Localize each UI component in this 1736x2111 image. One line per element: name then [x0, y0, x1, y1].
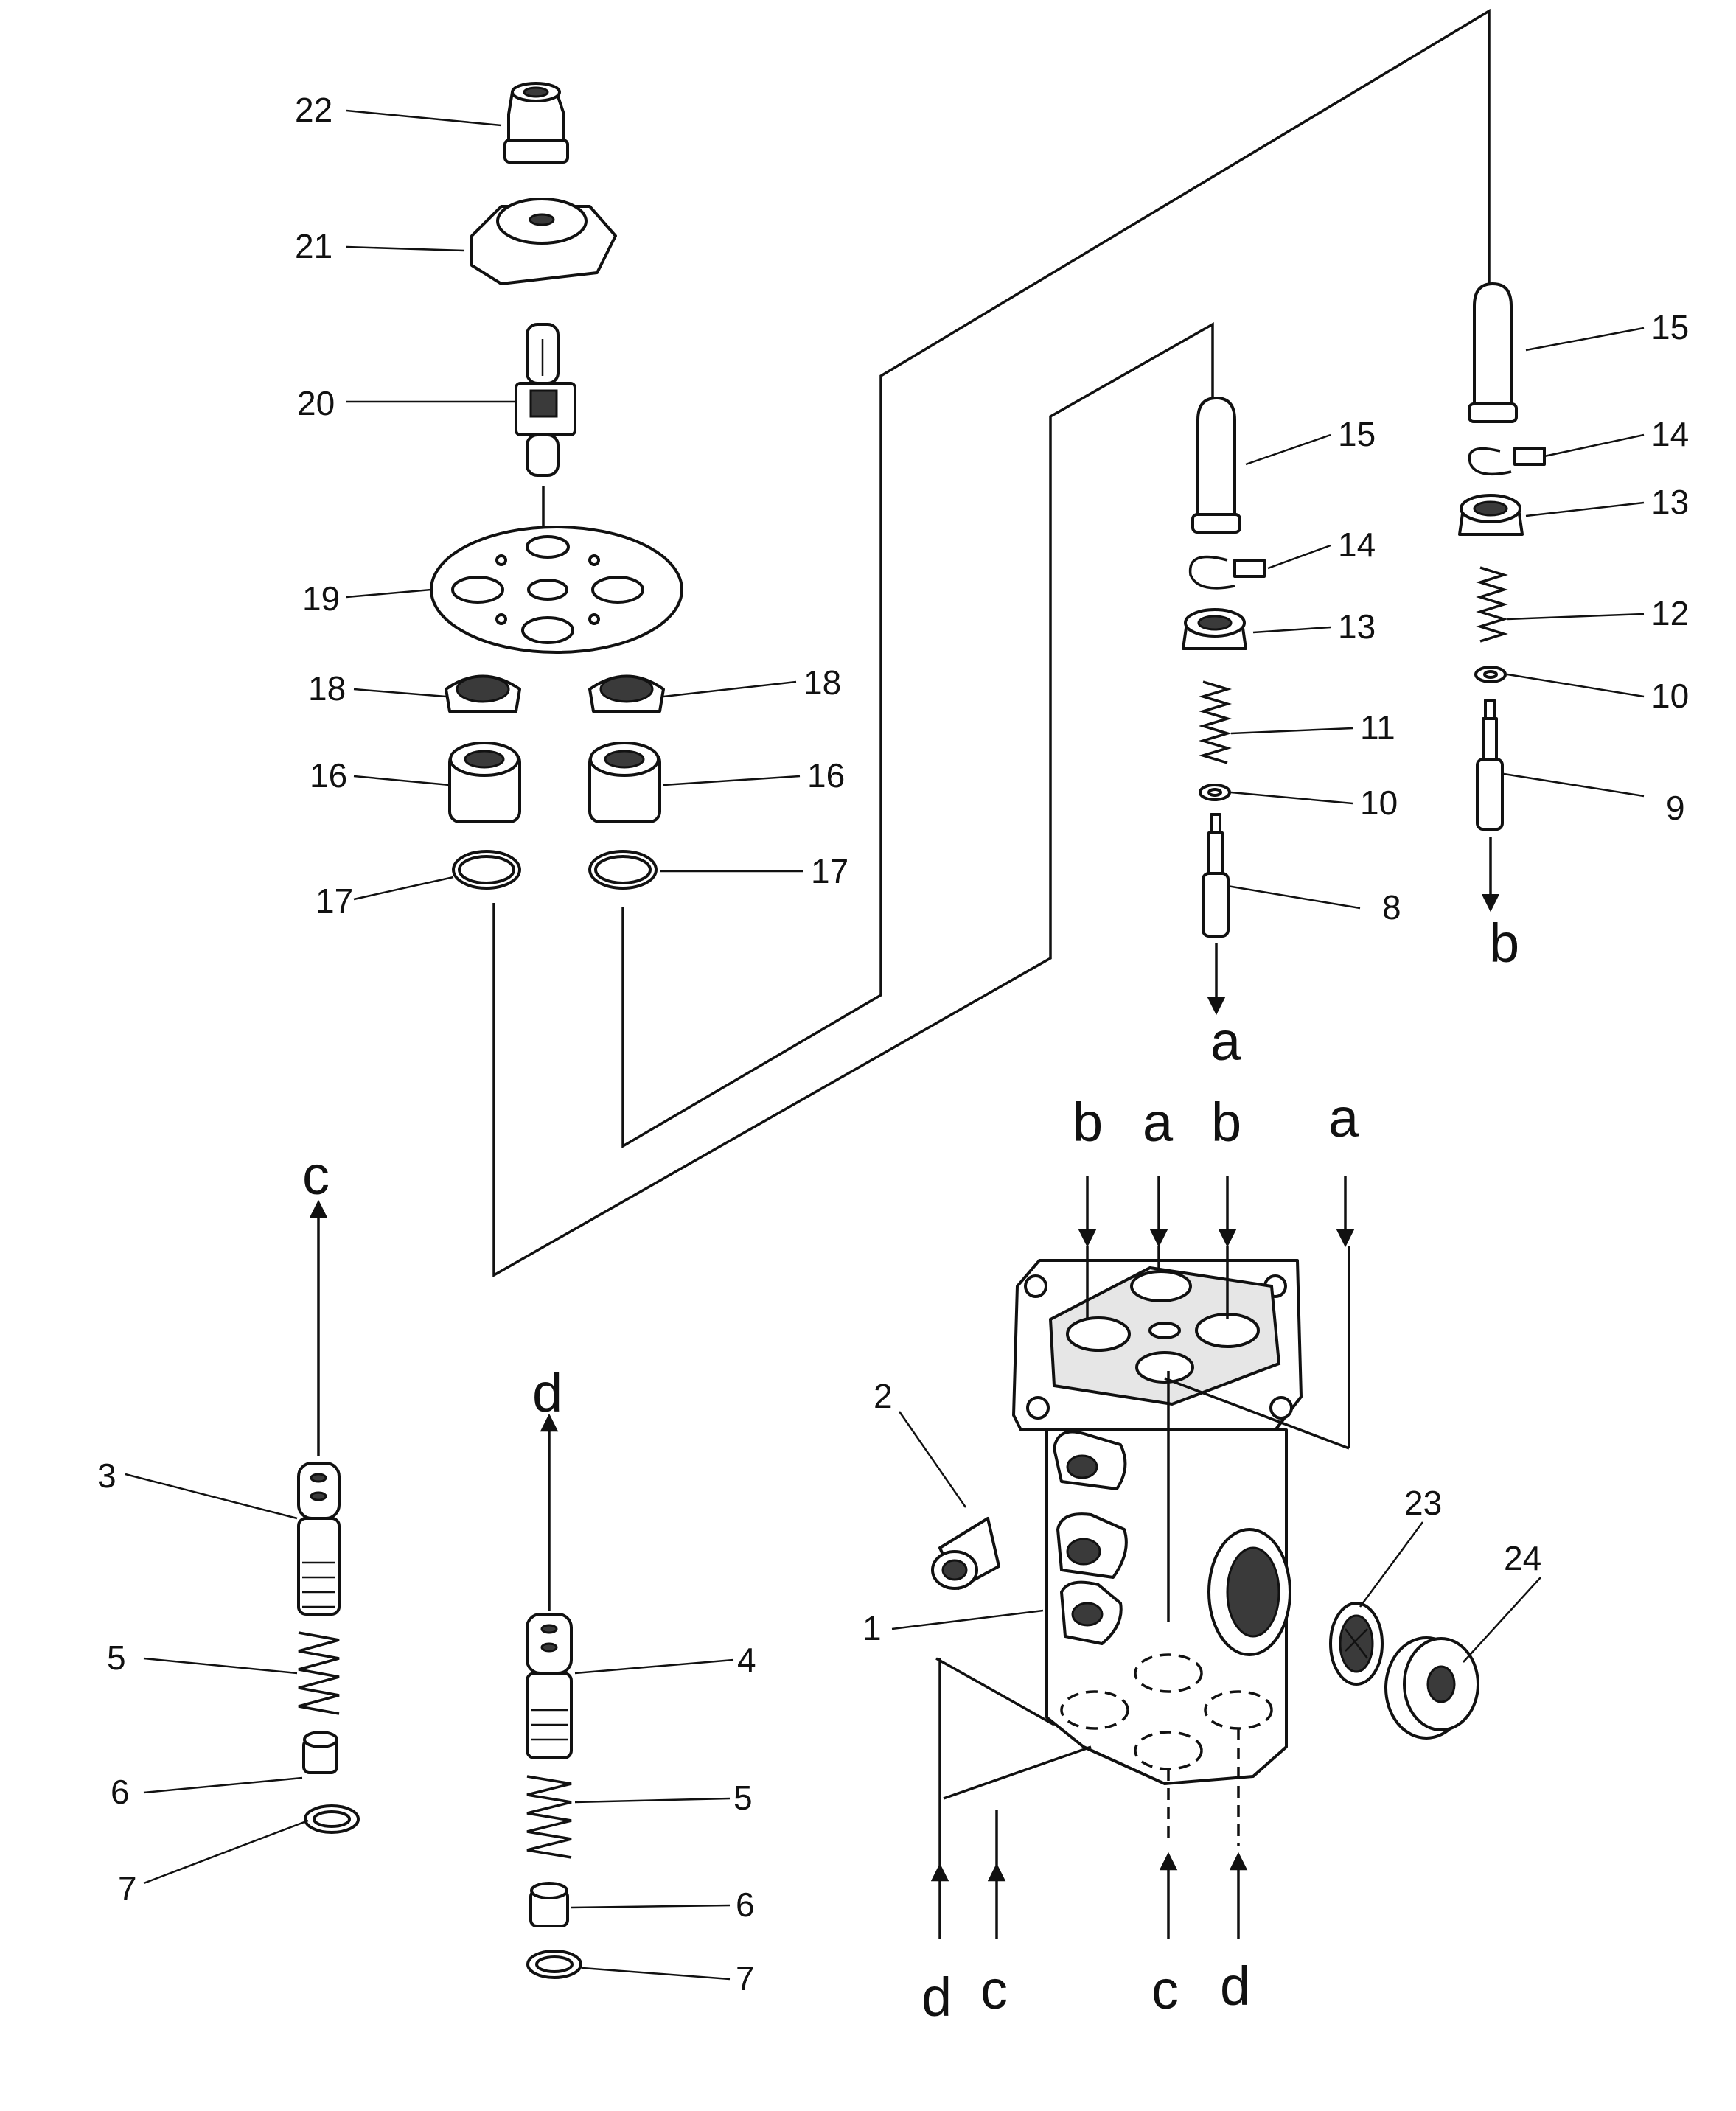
letter-a-body-1: a — [1143, 1092, 1174, 1153]
part-4-spool — [526, 1413, 573, 1759]
part-7-middle-washer — [526, 1950, 582, 1979]
part-2-plug — [931, 1517, 1000, 1590]
letter-d-middle: d — [532, 1362, 562, 1423]
callout-4: 4 — [737, 1641, 756, 1679]
letter-a-middle: a — [1210, 1011, 1241, 1072]
callout-1: 1 — [862, 1609, 882, 1647]
callout-9: 9 — [1666, 789, 1685, 827]
part-15-middle-boot — [1191, 397, 1241, 534]
callout-23: 23 — [1404, 1484, 1442, 1522]
callout-22: 22 — [295, 91, 332, 129]
part-8-middle-plunger — [1202, 813, 1230, 1016]
part-17-left-oring — [452, 850, 521, 890]
part-13-right-nut — [1458, 494, 1524, 536]
callout-10-middle: 10 — [1360, 784, 1398, 822]
callout-15-right: 15 — [1651, 308, 1689, 346]
part-18-left-filter — [445, 674, 521, 713]
part-24-cap — [1384, 1636, 1479, 1740]
part-1-valve-body — [935, 1259, 1350, 1800]
letter-b-right: b — [1489, 913, 1519, 974]
callout-17-right: 17 — [811, 852, 848, 890]
part-3-spool — [297, 1199, 341, 1616]
part-21-retainer — [470, 198, 617, 285]
letter-b-body-1: b — [1073, 1092, 1103, 1153]
part-17-right-oring — [588, 850, 658, 890]
part-22-cap-nut — [503, 82, 569, 164]
callout-18-left: 18 — [308, 669, 346, 708]
callout-5-middle: 5 — [733, 1779, 753, 1817]
letter-c-body-1: c — [980, 1959, 1008, 2020]
part-23-filter — [1329, 1602, 1384, 1686]
part-7-left-washer — [304, 1804, 360, 1834]
letter-b-body-2: b — [1211, 1092, 1241, 1153]
part-6-middle-cap — [529, 1882, 569, 1927]
callout-12: 12 — [1651, 594, 1689, 632]
callout-5-left: 5 — [107, 1639, 126, 1677]
part-12-right-spring — [1476, 566, 1508, 643]
part-13-middle-nut — [1182, 608, 1247, 650]
callout-13-middle: 13 — [1338, 607, 1376, 646]
letter-d-body-1: d — [921, 1967, 952, 2028]
letter-c-body-2: c — [1151, 1959, 1179, 2020]
callout-6-left: 6 — [111, 1773, 130, 1811]
part-19-plate — [430, 526, 683, 654]
callout-20: 20 — [297, 384, 335, 422]
part-11-middle-spring — [1198, 680, 1233, 764]
body-connector-arrows — [930, 1176, 1355, 1939]
callout-17-left: 17 — [316, 882, 353, 920]
callout-14-right: 14 — [1651, 415, 1689, 453]
callout-21: 21 — [295, 227, 332, 265]
callout-16-right: 16 — [807, 756, 845, 795]
callout-24: 24 — [1504, 1539, 1541, 1577]
letter-d-body-2: d — [1220, 1955, 1250, 2017]
part-9-right-plunger — [1476, 699, 1504, 913]
part-16-right-seat — [588, 742, 661, 823]
part-10-middle-washer — [1199, 784, 1231, 801]
part-16-left-seat — [448, 742, 521, 823]
callout-16-left: 16 — [310, 756, 347, 795]
leader-lines — [125, 109, 1645, 1981]
callout-15-middle: 15 — [1338, 415, 1376, 453]
part-14-middle-clip — [1188, 555, 1266, 590]
part-10-right-washer — [1474, 666, 1507, 683]
callout-7-left: 7 — [118, 1869, 137, 1908]
part-15-right-boot — [1468, 282, 1518, 423]
callout-13-right: 13 — [1651, 483, 1689, 521]
callout-8: 8 — [1382, 888, 1401, 927]
part-18-right-filter — [588, 674, 665, 713]
callout-10-right: 10 — [1651, 677, 1689, 715]
part-5-middle-spring — [526, 1775, 572, 1859]
callout-numbers: 22 21 20 19 18 18 16 16 17 17 15 15 14 1… — [97, 91, 1689, 1997]
connector-letters: b a b a b a c d d c c d — [302, 913, 1519, 2028]
callout-19: 19 — [302, 579, 340, 618]
callout-2: 2 — [874, 1377, 893, 1415]
part-6-left-cap — [302, 1731, 338, 1774]
callout-11: 11 — [1360, 708, 1395, 747]
callout-6-middle: 6 — [736, 1885, 755, 1924]
routing-lines — [492, 8, 1491, 1278]
letter-c-left: c — [302, 1145, 330, 1206]
callout-18-right: 18 — [803, 663, 841, 702]
letter-a-body-2: a — [1328, 1087, 1359, 1148]
part-5-left-spring — [298, 1631, 340, 1715]
part-14-right-clip — [1468, 447, 1546, 476]
callout-14-middle: 14 — [1338, 526, 1376, 564]
callout-3: 3 — [97, 1456, 116, 1495]
callout-7-middle: 7 — [736, 1959, 755, 1997]
